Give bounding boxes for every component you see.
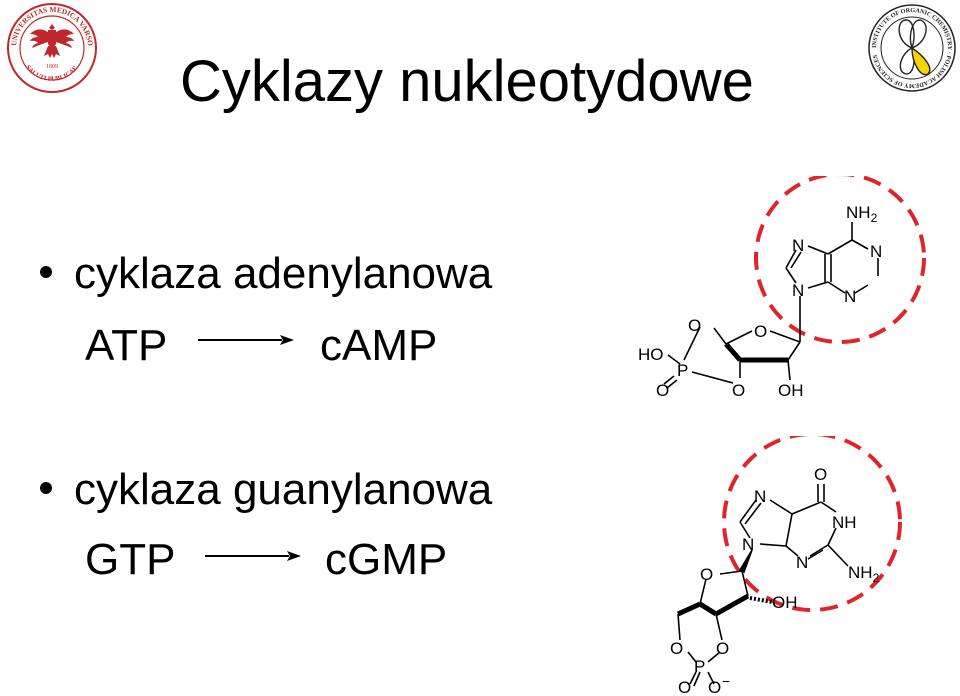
cgmp-structure: O N NH N N NH2 O OH O O P O O − xyxy=(670,436,902,694)
atom-o-ring: O xyxy=(700,565,713,584)
atom-o-top: O xyxy=(688,316,701,335)
atom-n3: N xyxy=(796,553,808,572)
university-year: 1809 xyxy=(46,64,58,70)
camp-structure: NH2 N N N N O O HO P O O OH xyxy=(638,176,926,400)
bullet-dot xyxy=(40,482,52,495)
bullet-dot xyxy=(40,266,52,279)
atom-o-bottom-1: O xyxy=(678,678,691,694)
cgmp-bonds xyxy=(676,484,849,687)
slide-title: Cyklazy nukleotydowe xyxy=(180,49,754,114)
reaction-atp-camp: ATP xyxy=(85,320,167,372)
atom-p: P xyxy=(694,657,705,676)
camp-bonds xyxy=(663,222,879,389)
atom-o-double: O xyxy=(656,381,669,400)
adenine-highlight xyxy=(754,176,926,344)
atom-o-ring: O xyxy=(754,322,767,341)
bullet-heading: cyklaza adenylanowa xyxy=(74,249,493,298)
university-logo: UNIVERSITAS MEDICA VARSOVIENSIS SALUTI P… xyxy=(4,2,97,93)
bullet-adenylate-cyclase: cyklaza adenylanowa xyxy=(40,248,492,300)
charge-minus: − xyxy=(722,673,730,689)
product-camp: cAMP xyxy=(320,321,438,370)
atom-o-low: O xyxy=(732,381,745,400)
guanine-highlight xyxy=(722,436,902,612)
reaction-gtp-cgmp: GTP xyxy=(85,534,175,586)
amine-label: NH2 xyxy=(846,203,878,225)
reaction-arrow-2 xyxy=(205,551,301,561)
bullet-guanylate-cyclase: cyklaza guanylanowa xyxy=(40,464,492,516)
substrate-label: GTP xyxy=(85,535,176,584)
atom-nh: NH xyxy=(832,513,857,532)
orbital-icon xyxy=(898,19,931,76)
atom-n7: N xyxy=(792,236,804,255)
atom-n9: N xyxy=(792,281,804,300)
atom-ho: HO xyxy=(638,345,664,364)
eagle-icon xyxy=(30,24,74,58)
product-cgmp: cGMP xyxy=(325,535,448,584)
bullet-heading: cyklaza guanylanowa xyxy=(74,465,493,514)
atom-n1: N xyxy=(870,242,882,261)
atom-n7: N xyxy=(754,487,766,506)
atom-o-right: O xyxy=(716,639,729,658)
atom-oh: OH xyxy=(778,381,804,400)
reaction-arrow-1 xyxy=(198,335,294,345)
atom-o-carbonyl: O xyxy=(814,465,827,484)
atom-o-left: O xyxy=(670,639,683,658)
atom-n9: N xyxy=(742,535,754,554)
atom-n3: N xyxy=(844,287,856,306)
substrate-label: ATP xyxy=(85,321,168,370)
atom-p: P xyxy=(677,361,688,380)
atom-oh: OH xyxy=(772,593,798,612)
amine-label: NH2 xyxy=(848,563,880,585)
atom-o-bottom-2: O xyxy=(708,678,721,694)
institute-logo: INSTITUTE OF ORGANIC CHEMISTRY · POLISH … xyxy=(868,4,956,92)
